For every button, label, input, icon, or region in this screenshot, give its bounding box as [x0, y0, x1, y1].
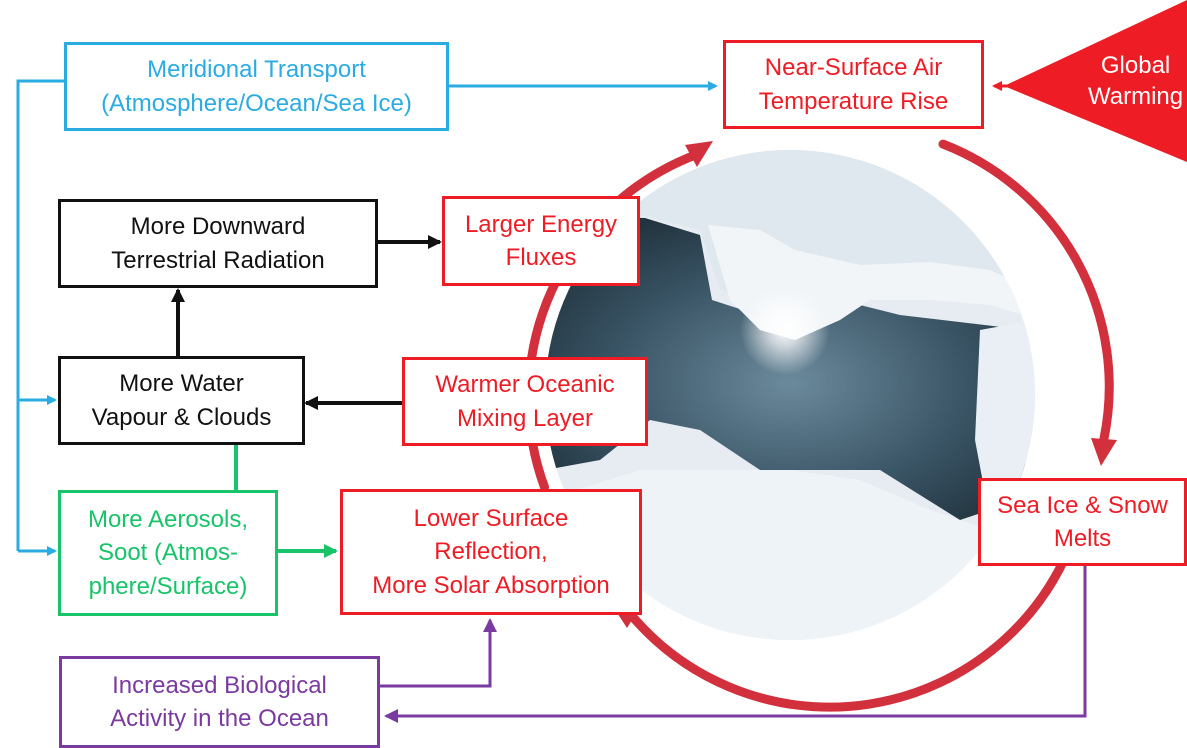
oceanic-mixing-box: Warmer Oceanic Mixing Layer — [402, 357, 648, 446]
downward-radiation-box: More Downward Terrestrial Radiation — [58, 199, 378, 288]
box-line: Soot (Atmos- — [97, 539, 239, 567]
box-line: Warming — [1088, 83, 1184, 111]
biological-activity-box: Increased Biological Activity in the Oce… — [59, 656, 380, 748]
box-line: Terrestrial Radiation — [111, 246, 325, 274]
box-line: More Downward — [130, 213, 306, 241]
box-line: Reflection, — [434, 538, 548, 566]
box-line: Fluxes — [505, 244, 577, 271]
box-line: Vapour & Clouds — [91, 403, 272, 431]
sea-ice-melts-box: Sea Ice & Snow Melts — [978, 478, 1187, 566]
meridional-transport-box: Meridional Transport (Atmosphere/Ocean/S… — [64, 42, 449, 131]
global-warming-label: Global Warming — [1088, 50, 1183, 112]
box-line: Mixing Layer — [456, 404, 594, 432]
box-line: Activity in the Ocean — [110, 705, 329, 732]
box-line: More Solar Absorption — [372, 571, 610, 599]
box-line: Temperature Rise — [758, 87, 949, 115]
surface-reflection-box: Lower Surface Reflection, More Solar Abs… — [340, 489, 642, 615]
box-line: Warmer Oceanic — [435, 371, 615, 399]
box-line: Increased Biological — [112, 671, 327, 699]
water-vapour-box: More Water Vapour & Clouds — [58, 356, 305, 445]
box-line: Larger Energy — [464, 210, 618, 238]
energy-fluxes-box: Larger Energy Fluxes — [442, 196, 640, 286]
box-line: phere/Surface) — [88, 572, 248, 600]
near-surface-temp-box: Near-Surface Air Temperature Rise — [723, 40, 984, 129]
box-line: Melts — [1053, 525, 1112, 552]
box-line: More Water — [119, 370, 244, 398]
box-line: Meridional Transport — [147, 56, 366, 84]
box-line: More Aerosols, — [87, 506, 249, 534]
radiation-connectors — [171, 235, 442, 410]
biology-connectors — [380, 566, 1087, 723]
box-line: Sea Ice & Snow — [997, 491, 1168, 519]
box-line: (Atmosphere/Ocean/Sea Ice) — [101, 89, 412, 117]
transport-connectors — [16, 79, 718, 556]
box-line: Lower Surface — [413, 505, 569, 533]
global-warming-triangle — [1004, 0, 1187, 162]
aerosols-box: More Aerosols, Soot (Atmos- phere/Surfac… — [58, 490, 278, 616]
box-line: Near-Surface Air — [764, 54, 943, 82]
box-line: Global — [1100, 52, 1171, 79]
